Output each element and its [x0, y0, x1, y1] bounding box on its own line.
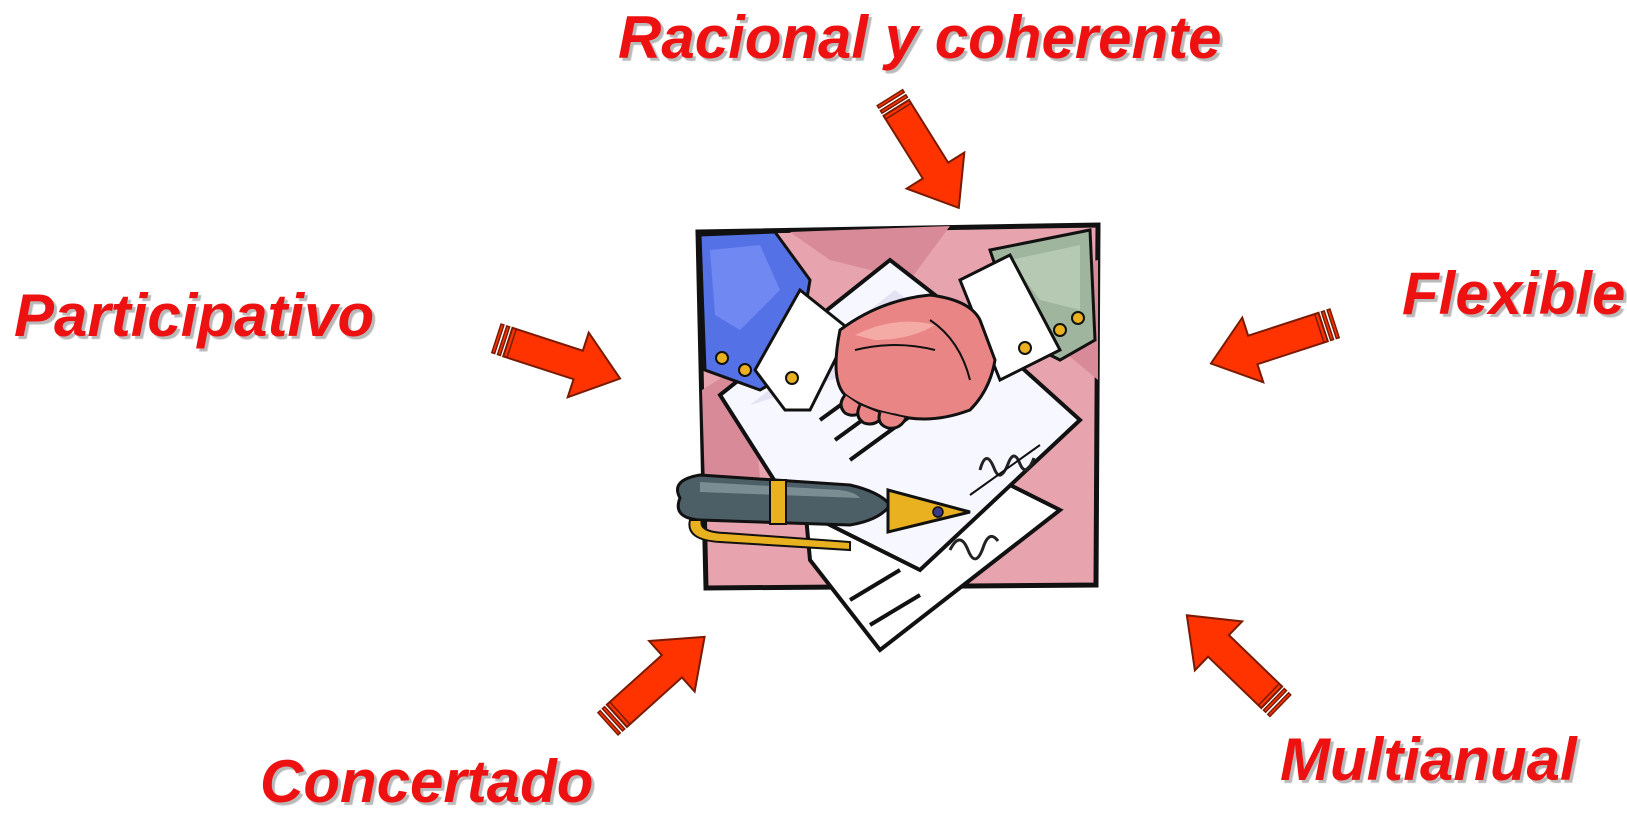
label-participativo: Participativo: [14, 282, 375, 349]
label-racional-coherente: Racional y coherente: [618, 4, 1222, 71]
arrow-from-left: [484, 305, 632, 412]
arrow-from-bottom-right: [1162, 589, 1305, 732]
arrow-from-top: [860, 78, 989, 227]
label-concertado: Concertado: [260, 748, 594, 815]
handshake-hands: [834, 293, 997, 430]
arrow-from-right: [1199, 290, 1347, 397]
handshake-contract-icon: [676, 222, 1101, 653]
label-multianual: Multianual: [1280, 726, 1577, 793]
right-sleeve: [958, 228, 1097, 383]
left-sleeve: [698, 230, 852, 412]
label-flexible: Flexible: [1402, 260, 1626, 327]
fountain-pen-icon: [676, 473, 971, 552]
